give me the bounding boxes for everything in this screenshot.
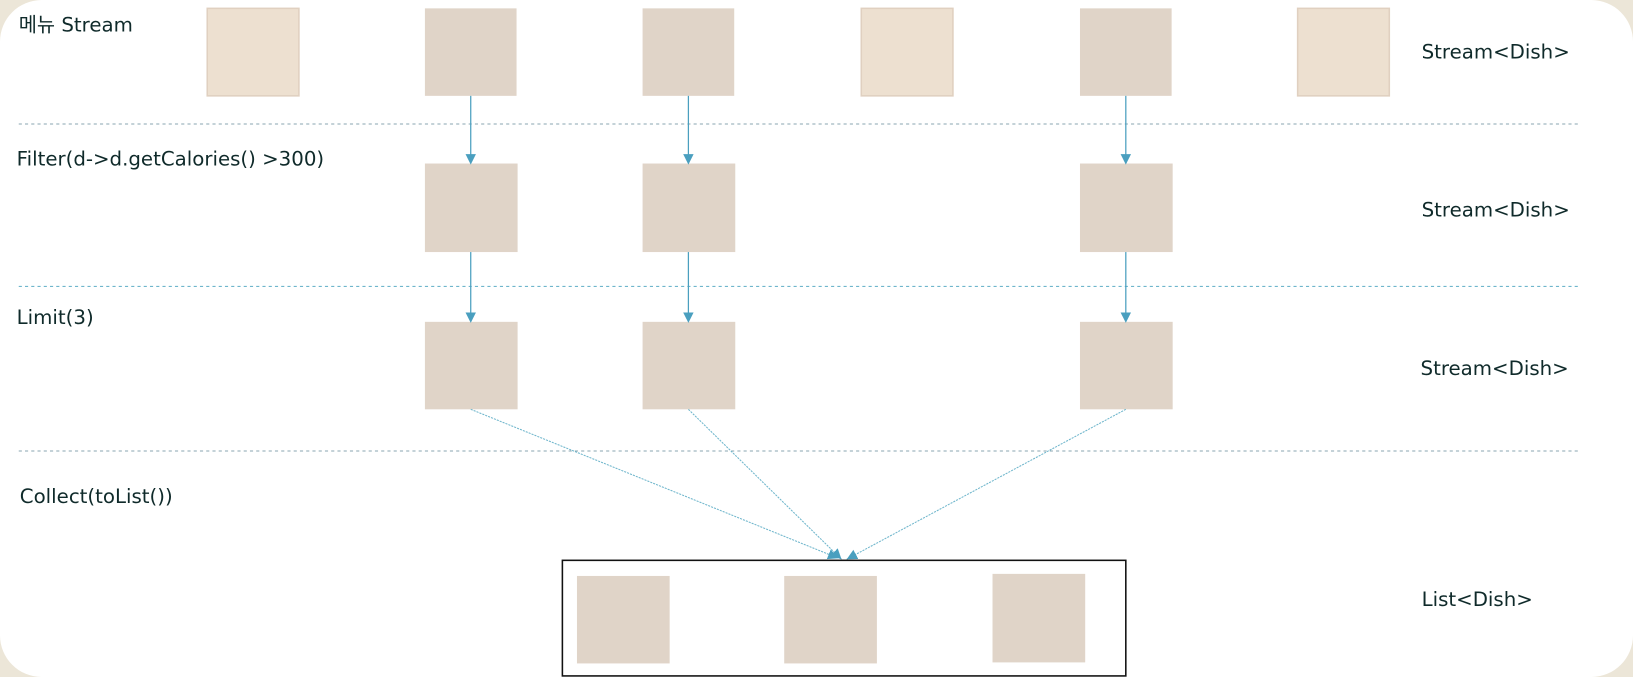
arrowhead: [465, 154, 476, 165]
menu-dish-selected: [642, 8, 735, 96]
stage-label-filter: Filter(d->d.getCalories() >300): [17, 148, 324, 171]
collect-connector: [846, 408, 1127, 560]
collect-connector: [688, 408, 842, 560]
filtered-dish: [424, 163, 518, 253]
list-dish: [784, 575, 877, 664]
limited-dish: [1079, 321, 1173, 410]
type-label-stream: Stream<Dish>: [1422, 199, 1570, 222]
type-label-list: List<Dish>: [1422, 588, 1533, 611]
arrowhead: [683, 312, 694, 323]
stage-label-limit: Limit(3): [17, 306, 94, 329]
filtered-dish: [1079, 163, 1173, 253]
arrowhead: [1120, 154, 1132, 165]
arrowhead: [465, 312, 476, 323]
list-dish: [992, 573, 1086, 663]
list-dish: [576, 575, 670, 664]
limited-dish: [642, 321, 736, 410]
type-label-stream: Stream<Dish>: [1421, 357, 1569, 380]
filtered-dish: [642, 163, 736, 253]
limited-dish: [424, 321, 518, 410]
menu-dish: [206, 7, 300, 97]
menu-dish-selected: [1079, 8, 1172, 96]
arrowhead: [683, 154, 694, 165]
stage-label-collect: Collect(toList()): [20, 485, 173, 508]
menu-dish: [1296, 7, 1391, 97]
menu-dish-selected: [424, 8, 517, 96]
collect-connector: [470, 408, 839, 560]
stage-label-menu-stream: 메뉴 Stream: [19, 13, 133, 36]
menu-dish: [860, 7, 954, 97]
arrowhead: [1120, 312, 1132, 323]
result-list-container: [561, 559, 1127, 677]
type-label-stream: Stream<Dish>: [1422, 40, 1570, 63]
